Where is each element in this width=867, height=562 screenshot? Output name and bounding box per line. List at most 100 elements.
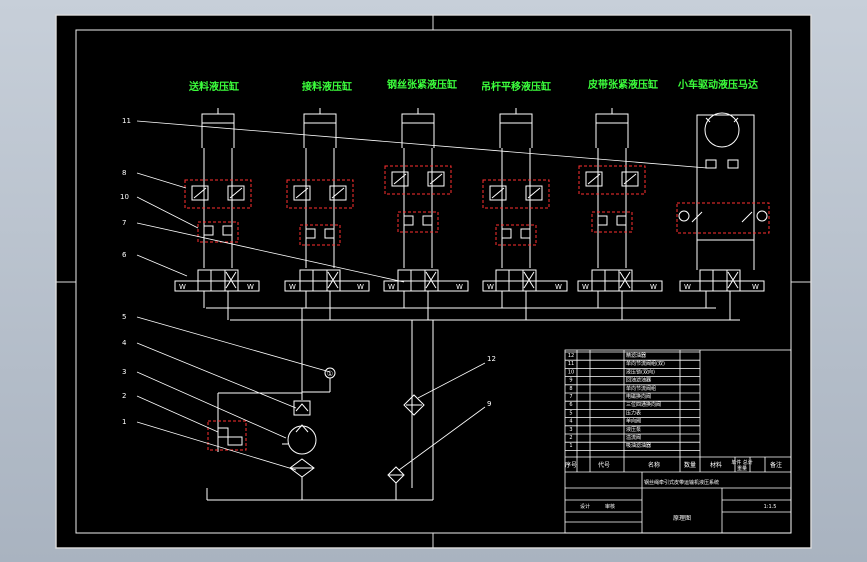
centering-marks xyxy=(56,15,811,548)
manifold-lines xyxy=(206,307,740,500)
throttle-valve xyxy=(293,185,311,201)
bom-row-name: 回油滤油器 xyxy=(626,377,651,384)
bom-header-material: 材料 xyxy=(710,461,722,469)
callout: 9 xyxy=(487,400,491,408)
return-filters xyxy=(387,394,425,500)
bom-table xyxy=(564,349,792,534)
valve-solenoid-letter: W xyxy=(388,283,395,291)
bom-header-weight: 重量 xyxy=(737,465,747,472)
valve-solenoid-letter: W xyxy=(179,283,186,291)
title-block-designer: 设计 xyxy=(580,503,590,510)
callout: 7 xyxy=(122,219,126,227)
valve-solenoid-letter: W xyxy=(247,283,254,291)
throttle-arrow xyxy=(393,173,443,185)
hydraulic-lock xyxy=(324,228,335,239)
bom-header-qty: 数量 xyxy=(684,461,696,469)
bom-row-number: 10 xyxy=(568,369,574,375)
valve-cross xyxy=(727,271,739,289)
hydraulic-lock xyxy=(222,225,233,236)
throttle-arrow xyxy=(193,187,243,199)
throttle-arrow xyxy=(587,173,637,185)
throttle-valve xyxy=(621,171,639,187)
bom-row-name: 溢流阀 xyxy=(626,434,641,441)
valve-cross xyxy=(425,271,437,289)
bom-row-name: 电磁换向阀 xyxy=(626,393,651,400)
valve-solenoid-letter: W xyxy=(289,283,296,291)
hydraulic-lock xyxy=(403,215,414,226)
bom-header-code: 代号 xyxy=(598,461,610,469)
title-block-project: 钢丝绳牵引式皮带运输机液压系统 xyxy=(644,479,719,486)
throttle-valve-box xyxy=(578,165,646,195)
callout: 12 xyxy=(487,355,496,363)
throttle-arrow xyxy=(491,187,541,199)
valve-cross xyxy=(225,271,237,289)
callout: 10 xyxy=(120,193,129,201)
title-block-reviewer: 审核 xyxy=(605,503,615,510)
bom-row-name: 单向节流阀组 xyxy=(626,385,656,392)
throttle-valve-box xyxy=(482,179,550,209)
valve-spool xyxy=(699,269,741,292)
title-block-drawing: 原理图 xyxy=(673,515,691,522)
throttle-valve xyxy=(191,185,209,201)
bom-row-number: 12 xyxy=(568,353,574,359)
valve-solenoid-letter: W xyxy=(357,283,364,291)
bom-row-number: 3 xyxy=(569,427,572,433)
valve-spool xyxy=(591,269,633,292)
cylinder-title: 小车驱动液压马达 xyxy=(677,78,758,91)
bom-row-name: 三位四通换向阀 xyxy=(626,401,661,408)
title-block-scale: 1:1.5 xyxy=(764,504,777,510)
valve-solenoid-letter: W xyxy=(456,283,463,291)
hydraulic-lock xyxy=(422,215,433,226)
bom-row-name: 单向阀 xyxy=(626,418,641,425)
valve-solenoid-letter: W xyxy=(752,283,759,291)
cylinder-title: 皮带张紧液压缸 xyxy=(587,78,658,91)
hydraulic-lock xyxy=(616,215,627,226)
throttle-valve xyxy=(489,185,507,201)
hydraulic-lock-box xyxy=(397,211,439,233)
cylinder-title: 吊杆平移液压缸 xyxy=(481,80,551,93)
cylinder-title: 钢丝张紧液压缸 xyxy=(387,78,457,91)
callout-numbers: 11 8 10 7 6 5 4 3 2 1 12 9 xyxy=(120,117,496,426)
leader-lines xyxy=(136,120,708,471)
cylinder-titles: 送料液压缸 接料液压缸 钢丝张紧液压缸 吊杆平移液压缸 皮带张紧液压缸 小车驱动… xyxy=(188,78,758,93)
valve-cross xyxy=(327,271,339,289)
bom-row-name: 压力表 xyxy=(626,409,641,416)
hydraulic-lock-box xyxy=(495,224,537,246)
hydraulic-motor xyxy=(676,112,770,270)
throttle-valve xyxy=(329,185,347,201)
hydraulic-lock xyxy=(203,225,214,236)
valve-cross xyxy=(523,271,535,289)
cylinder-title: 接料液压缸 xyxy=(302,80,352,93)
pump-group xyxy=(206,367,433,501)
bom-header-seq: 序号 xyxy=(565,461,577,469)
bom-text: 121110987654321精滤油器单向节流阀组(双)液压锁(双向)回油滤油器… xyxy=(179,283,782,522)
hydraulic-lock-box xyxy=(197,221,239,243)
cylinder-title: 送料液压缸 xyxy=(188,80,239,93)
hydraulic-lock-box xyxy=(299,224,341,246)
hydraulic-lock xyxy=(597,215,608,226)
throttle-valve xyxy=(427,171,445,187)
directional-valve-bank xyxy=(174,269,765,320)
callout: 8 xyxy=(122,169,126,177)
throttle-valve-box xyxy=(286,179,354,209)
callout: 6 xyxy=(122,251,127,259)
valve-solenoid-letter: W xyxy=(487,283,494,291)
throttle-valve xyxy=(585,171,603,187)
bom-row-number: 8 xyxy=(569,386,572,392)
bom-row-number: 4 xyxy=(569,419,572,425)
bom-row-number: 2 xyxy=(569,435,572,441)
callout: 4 xyxy=(122,339,127,347)
hydraulic-lock xyxy=(305,228,316,239)
valve-spool xyxy=(299,269,341,292)
pressure-gauge-mark: ① xyxy=(327,370,333,378)
bom-row-number: 11 xyxy=(568,361,574,367)
callout: 3 xyxy=(122,368,126,376)
callout: 2 xyxy=(122,392,126,400)
bom-header-unit-total: 单件 总计 xyxy=(731,459,753,466)
bom-row-name: 单向节流阀组(双) xyxy=(626,360,665,367)
bom-row-name: 液压泵 xyxy=(626,426,641,433)
valve-cross xyxy=(619,271,631,289)
bom-row-number: 9 xyxy=(569,378,572,384)
valve-solenoid-letter: W xyxy=(555,283,562,291)
